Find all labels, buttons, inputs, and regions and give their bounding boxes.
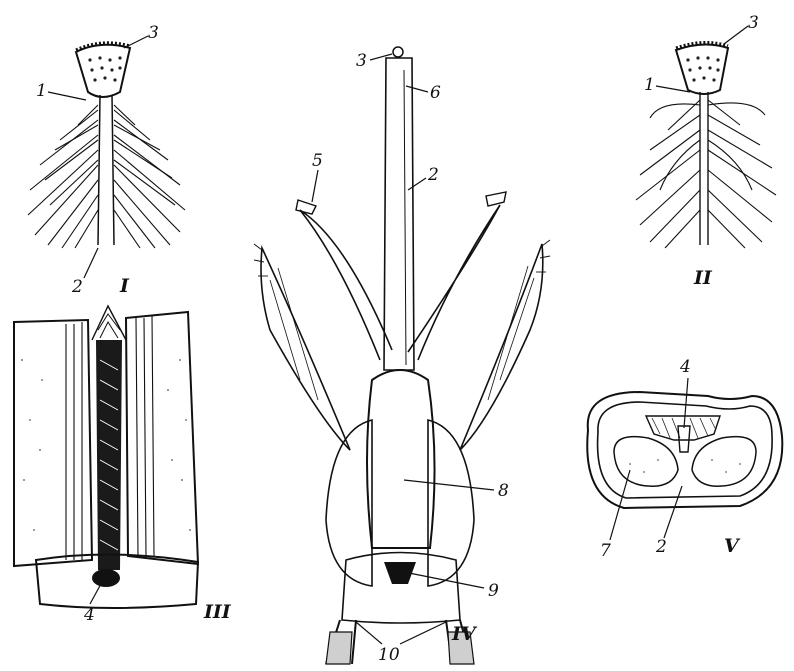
panel-iii-label-4: 4 bbox=[83, 605, 95, 625]
panel-iv-label-2: 2 bbox=[427, 165, 439, 185]
panel-i-label-3: 3 bbox=[148, 23, 159, 43]
panel-v-label-7: 7 bbox=[600, 541, 611, 561]
panel-iv-label-8: 8 bbox=[498, 481, 509, 501]
panel-ii-drawing bbox=[636, 42, 776, 248]
panel-iv-label-3: 3 bbox=[356, 51, 367, 71]
panel-iii-drawing bbox=[14, 306, 198, 608]
panel-v-label-2: 2 bbox=[655, 537, 667, 557]
panel-ii-roman: II bbox=[693, 267, 713, 289]
panel-ii-label-1: 1 bbox=[644, 75, 655, 95]
panel-v-roman: V bbox=[724, 535, 741, 557]
panel-iv-roman: IV bbox=[451, 623, 478, 645]
panel-v-label-4: 4 bbox=[679, 357, 691, 377]
panel-v-drawing bbox=[587, 392, 782, 508]
panel-i-label-1: 1 bbox=[36, 81, 47, 101]
panel-iv-label-9: 9 bbox=[488, 581, 499, 601]
panel-i-drawing bbox=[28, 43, 185, 248]
panel-ii-leaders bbox=[656, 26, 748, 92]
panel-iv-label-6: 6 bbox=[430, 83, 441, 103]
panel-iv-label-10: 10 bbox=[378, 645, 400, 665]
panel-i-label-2: 2 bbox=[71, 277, 83, 297]
panel-ii-label-3: 3 bbox=[748, 13, 759, 33]
panel-iv-label-5: 5 bbox=[312, 151, 323, 171]
panel-iii-roman: III bbox=[203, 601, 232, 623]
panel-i-roman: I bbox=[119, 275, 130, 297]
panel-iii-leaders bbox=[90, 582, 102, 604]
panel-iv-drawing bbox=[254, 47, 550, 664]
